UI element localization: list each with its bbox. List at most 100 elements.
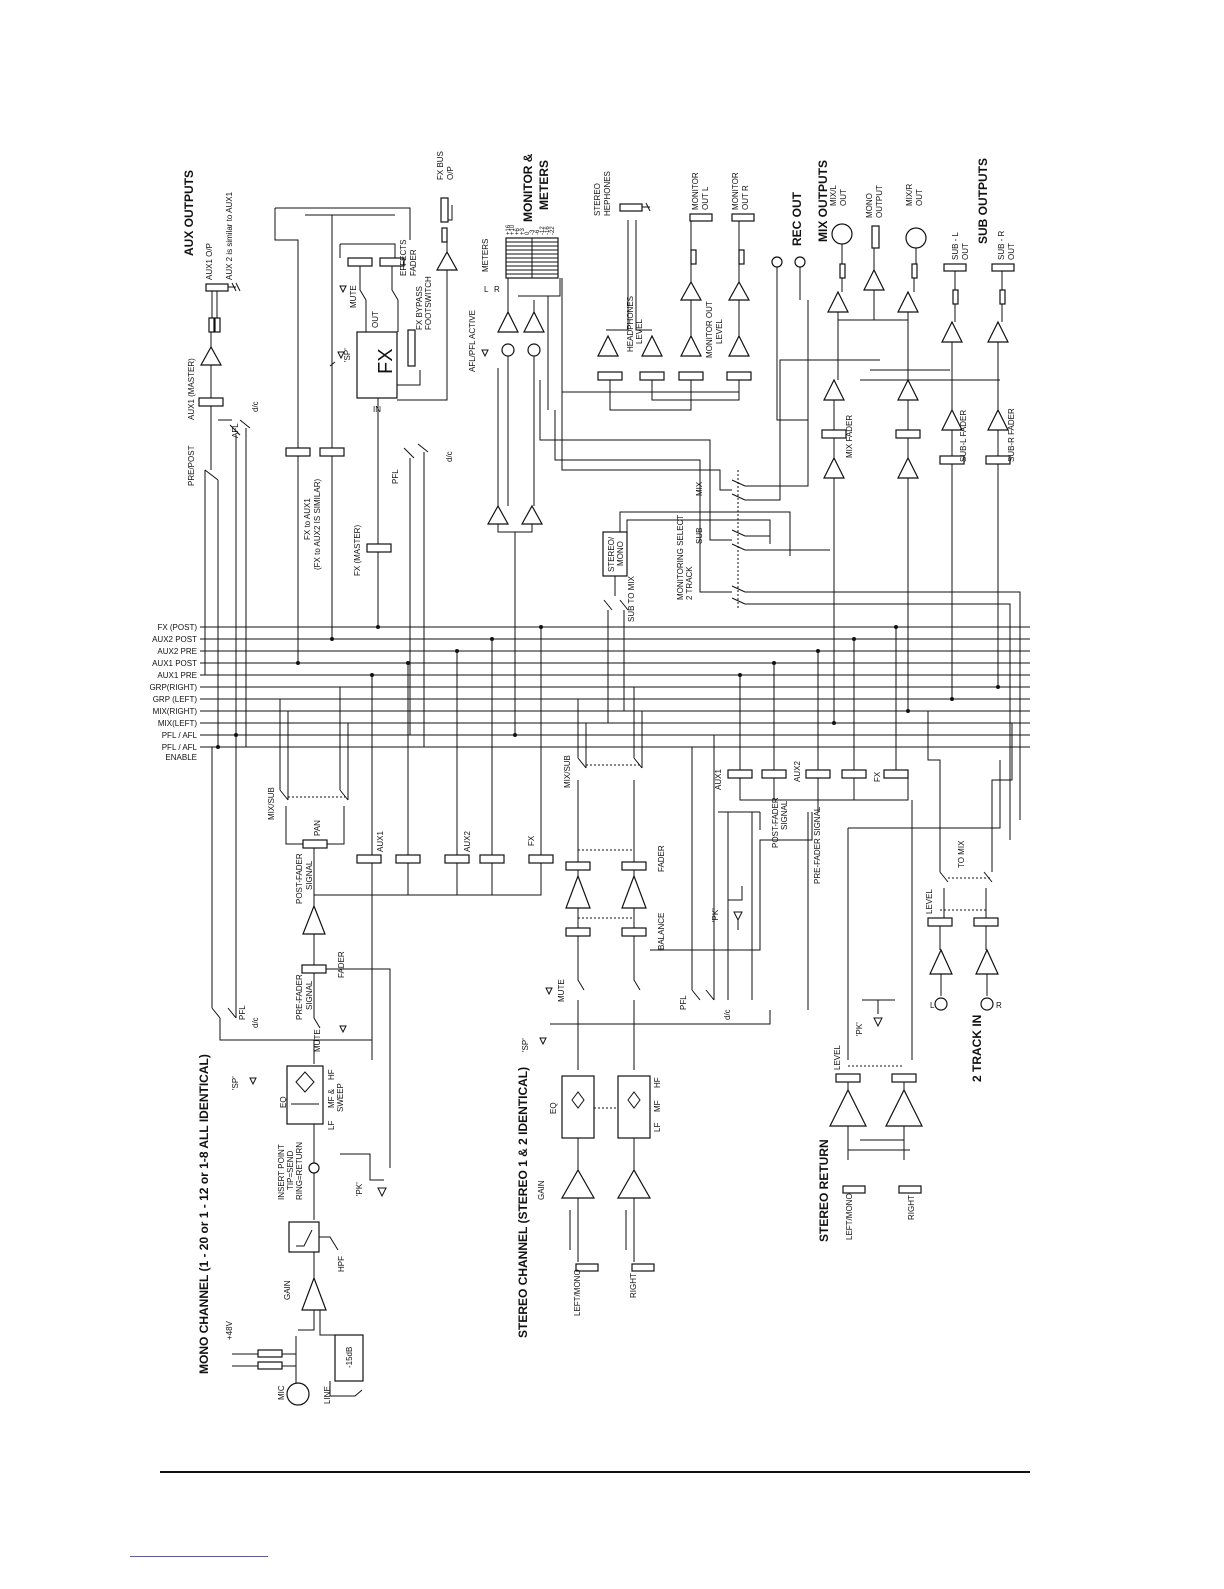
amplifier-icon [565,874,591,909]
two-track-level-label: LEVEL [925,889,934,914]
subr-out-label-1: SUB - R [997,230,1006,260]
monitor-out-r-label-1: MONITOR [731,172,740,210]
bus-label: PFL / AFL [162,731,198,740]
bus-labels: FX (POST) AUX2 POST AUX2 PRE AUX1 POST A… [149,623,197,762]
meter-scale-tick: +6 [515,227,521,235]
phantom-resistor [257,1361,283,1370]
mf-sweep-label-2: SWEEP [336,1083,345,1112]
mixr-out-label-2: OUT [915,189,924,206]
mono-pfl-label: PFL [238,1005,247,1020]
mono-output-label-1: MONO [865,193,874,218]
amplifier-icon [897,290,919,313]
two-track-r-phono [980,997,994,1011]
afl-pfl-active-label: AFL/PFL ACTIVE [468,310,477,372]
balance-label: BALANCE [657,913,666,950]
dc-label: d/c [251,401,260,412]
eq-box [286,1065,324,1125]
pan-pot [302,839,328,849]
fx-to-aux1-pot [319,447,345,457]
meters-r-label: R [494,285,500,294]
meters-l-label: L [484,285,489,294]
stereo-fader-pot [565,861,591,871]
bus-label: MIX(LEFT) [158,719,197,728]
two-track-in-title: 2 TRACK IN [970,1015,984,1082]
eq-label: EQ [279,1096,288,1108]
fx-mute-switch [359,266,399,332]
bus-label-enable: ENABLE [165,753,197,762]
bus-label: MIX(RIGHT) [153,707,198,716]
return-aux2-label: AUX2 [793,761,802,782]
rec-out-title: REC OUT [790,191,804,246]
aux1-send-pot [395,854,421,864]
amplifier-icon [987,320,1009,343]
fx-in-label: IN [373,405,381,414]
sub-outputs-title: SUB OUTPUTS [976,158,990,244]
return-fx-pot [883,769,909,779]
mixl-out-label-1: MIX/L [829,185,838,206]
return-level-pot [835,1073,861,1083]
channel-fader-pot [301,964,327,974]
monitor-out-l-label-2: OUT L [701,186,710,210]
meter-scale-tick: -6 [535,229,541,235]
led-icon [728,886,743,930]
footer-rule [160,1471,1030,1473]
stereo-mix-sub-label: MIX/SUB [563,755,572,788]
monitor-out-level-label-1: MONITOR OUT [705,301,714,358]
bus-lines [200,626,1030,748]
channel-fader-label: FADER [337,951,346,978]
stereo-mono-box [602,531,628,577]
resistor-icon [839,263,846,279]
footer-link-underline [130,1556,268,1557]
stereo-pfl-label: PFL [679,995,688,1010]
meter-driver-circle [501,343,515,357]
afl-switch [204,419,251,747]
mixr-out-label-1: MIX/R [905,184,914,206]
post-fader-label-1: POST-FADER [295,853,304,904]
balance-pot [621,927,647,937]
return-right-jack [898,1185,922,1194]
amplifier-icon [302,904,326,935]
monitor-meters-title-2: METERS [537,160,551,210]
mic-xlr-connector [286,1382,310,1406]
monitor-out-level-pot [678,371,704,381]
rec-out-r-phono [794,256,806,268]
resistor-icon [214,317,221,333]
pk-label: 'PK' [355,1182,364,1196]
resistor-icon [441,227,448,243]
fx-bus-op-label-1: FX BUS [436,151,445,180]
stereo-return-title: STEREO RETURN [817,1139,831,1242]
stereo-right-jack [631,1263,655,1272]
mix-outputs-title: MIX OUTPUTS [816,160,830,242]
meter-scale-tick: +16 [506,224,512,235]
stereo-lf-label: LF [653,1123,662,1132]
mono-mix-sub-label: MIX/SUB [267,787,276,820]
stereo-headphones-label-1: STEREO [593,183,602,216]
amplifier-icon [897,456,919,479]
stereo-mute-switch [577,936,641,1070]
stereo-eq-label: EQ [549,1102,558,1114]
pad-box [334,1334,364,1382]
meter-scale-tick: 0 [525,231,531,235]
amplifier-icon [727,280,751,301]
meters-label: METERS [481,239,490,272]
monitor-out-r-jack [731,213,755,222]
amplifier-icon [616,1168,652,1199]
aux1-send-pot [356,854,382,864]
fx-send-pot [528,854,554,864]
balance-pot [565,927,591,937]
stereo-channel-block: MIX/SUB FADER BALANCE MUTE PFL d/c 'SP' … [521,687,771,1316]
fx-processor-box [356,331,398,399]
stereo-fader-label: FADER [657,845,666,872]
headphones-jack [619,203,643,212]
meter-driver-circle [527,343,541,357]
insert-label-3: RING=RETURN [295,1142,304,1200]
stereo-mute-label: MUTE [557,979,566,1002]
mixl-xlr-connector [831,223,853,245]
mono-aux2-label: AUX2 [463,831,472,852]
two-track-l-label: L [930,1001,935,1010]
stereo-left-jack [575,1263,599,1272]
mix-fader-label: MIX FADER [845,415,854,458]
aux1-master-label: AUX1 (MASTER) [187,358,196,420]
return-pre-fader-signal-label: PRE-FADER SIGNAL [813,806,822,884]
amplifier-icon [885,1088,923,1127]
